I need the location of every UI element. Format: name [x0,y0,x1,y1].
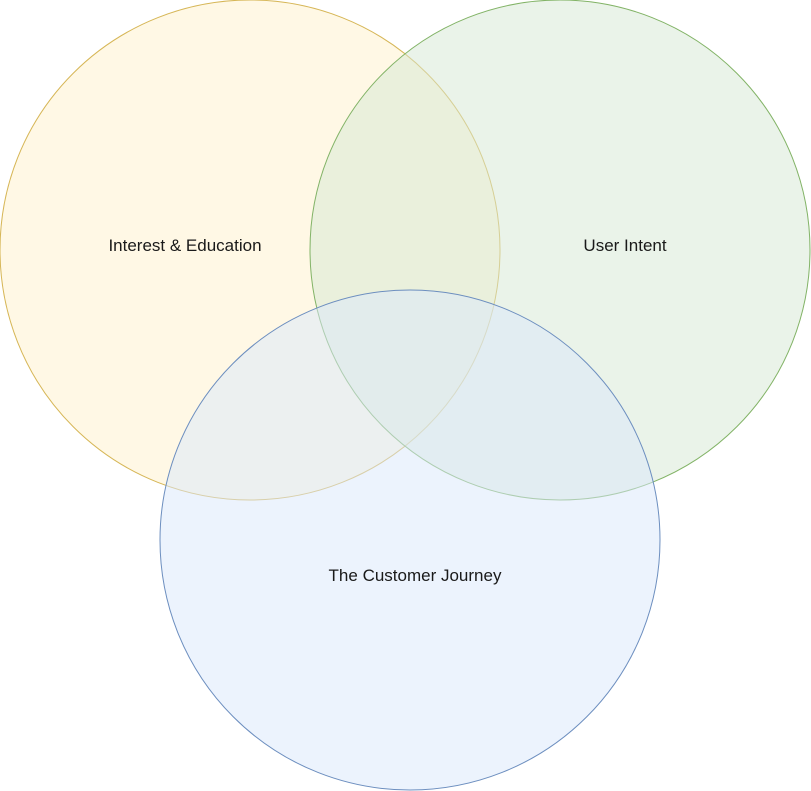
label-user-intent: User Intent [583,236,666,255]
label-customer-journey: The Customer Journey [329,566,502,585]
circle-customer-journey[interactable] [159,289,661,791]
label-interest-education: Interest & Education [108,236,261,255]
